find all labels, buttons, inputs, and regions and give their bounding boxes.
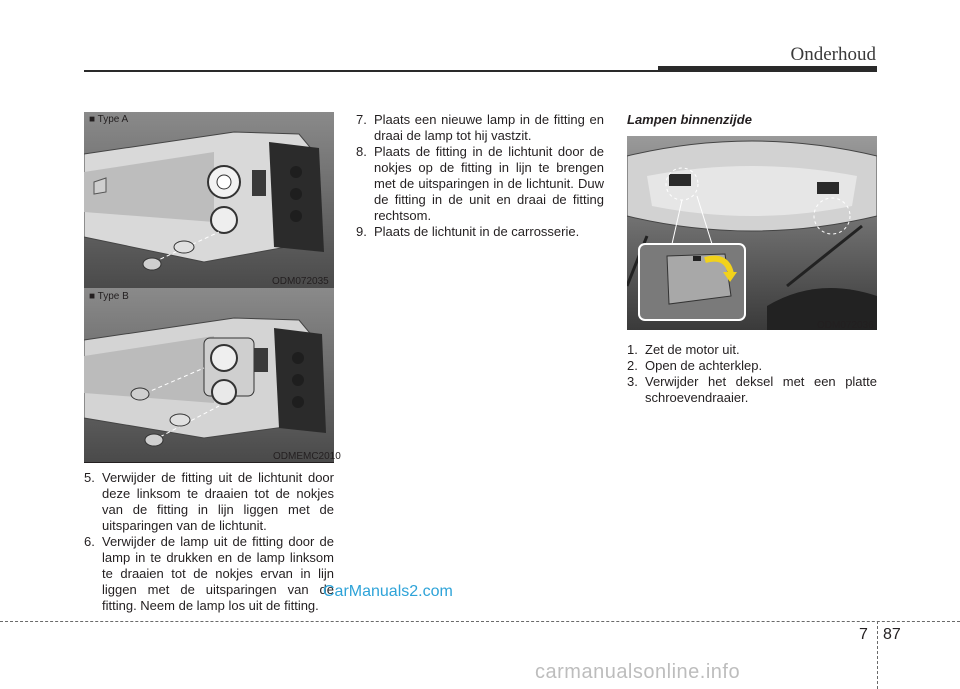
headlamp-type-a-illustration [84, 112, 334, 289]
watermark-carmanuals2: CarManuals2.com [323, 583, 453, 600]
header-rule-thick [658, 66, 877, 72]
section-title: Lampen binnenzijde [627, 112, 752, 127]
footer-divider [877, 621, 878, 689]
step-8: 8.Plaats de fitting in de lichtunit door… [356, 144, 604, 223]
step-3: 3.Verwijder het deksel met een platte sc… [627, 374, 877, 405]
tailgate-interior-illustration [627, 136, 877, 330]
step-6: 6.Verwijder de lamp uit de fitting door … [84, 534, 334, 613]
headlamp-type-b-illustration [84, 288, 334, 462]
figure-type-b-baseline [84, 462, 334, 463]
step-7: 7.Plaats een nieuwe lamp in de fitting e… [356, 112, 604, 143]
figure-interior-lamp [627, 136, 877, 330]
watermark-carmanualsonline: carmanualsonline.info [535, 661, 741, 683]
page-number: 87 [883, 626, 901, 643]
step-2: 2.Open de achterklep. [627, 358, 763, 373]
header-rule [84, 70, 660, 72]
page-header-title: Onderhoud [790, 44, 876, 65]
chapter-number: 7 [859, 626, 868, 643]
figure-code-type-a: ODM072035 [272, 276, 329, 287]
step-5: 5.Verwijder de fitting uit de lichtunit … [84, 470, 334, 533]
steps-right-column: 1.Zet de motor uit. 2.Open de achterklep… [627, 342, 877, 406]
footer-rule [0, 621, 960, 622]
steps-left-column: 5.Verwijder de fitting uit de lichtunit … [84, 470, 334, 614]
figure-code-type-b: ODMEMC2010 [273, 451, 341, 462]
step-9: 9.Plaats de lichtunit in de carrosserie. [356, 224, 580, 239]
step-1: 1.Zet de motor uit. [627, 342, 740, 357]
figure-code-interior-lamp: ODM072036 [817, 320, 874, 331]
figure-label-type-a: ■ Type A [89, 114, 129, 125]
steps-middle-column: 7.Plaats een nieuwe lamp in de fitting e… [356, 112, 604, 240]
figure-type-b [84, 288, 334, 462]
figure-label-type-b: ■ Type B [89, 291, 129, 302]
figure-type-a [84, 112, 334, 289]
